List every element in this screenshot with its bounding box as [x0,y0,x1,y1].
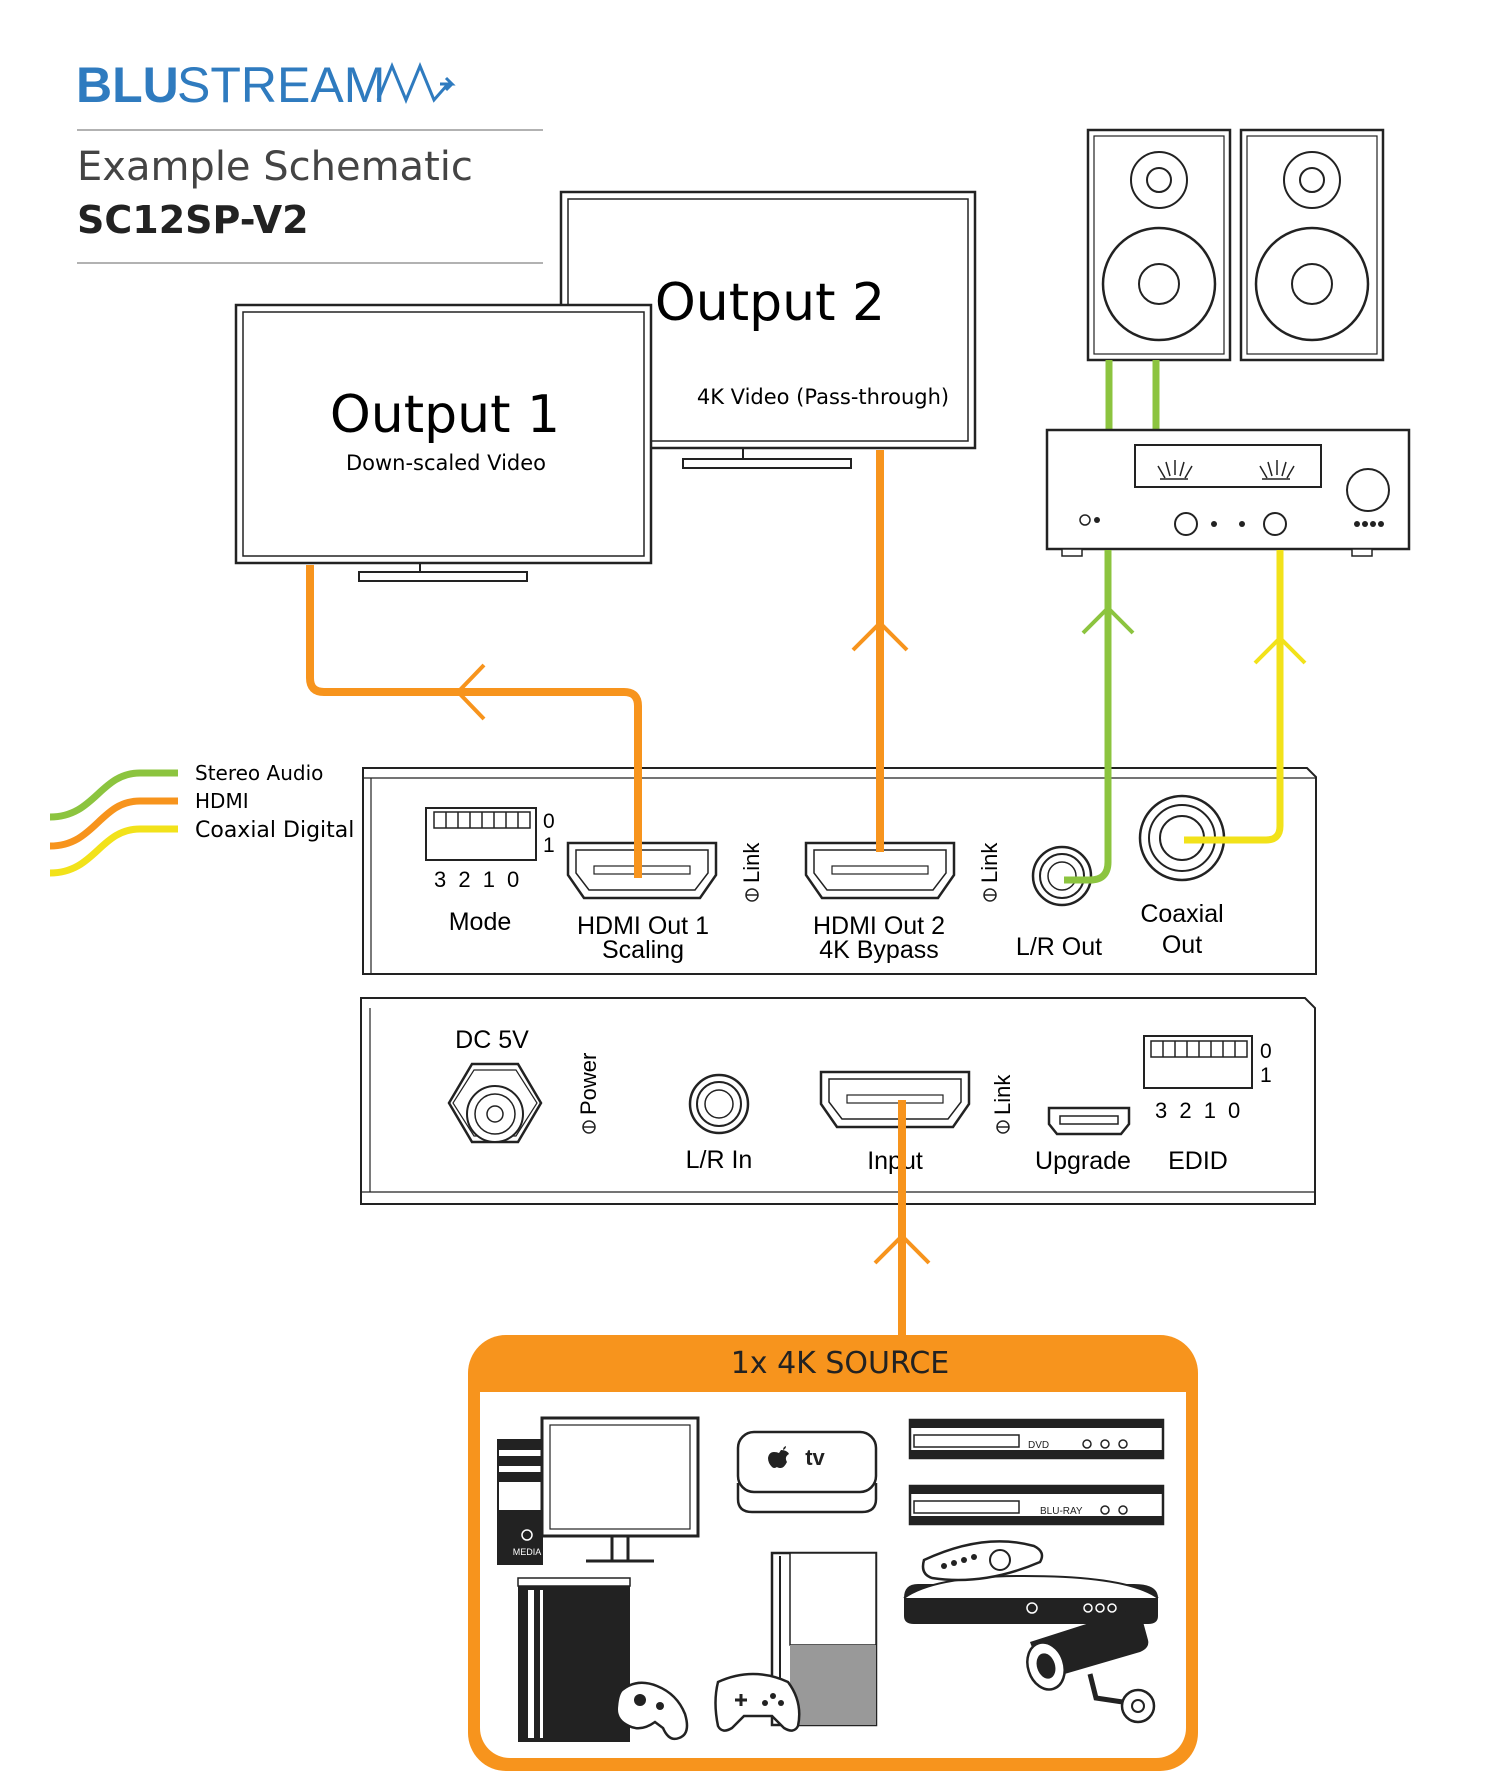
hdmi-arrow-output2-icon [851,620,909,652]
vu-meter-left-icon [1157,460,1193,480]
output1-display: Output 1 Down-scaled Video [234,303,653,582]
edid-dip-label-0: 0 [1260,1040,1272,1063]
mode-dip-switch[interactable] [425,807,537,861]
output2-caption: 4K Video (Pass-through) [697,385,949,409]
lr-out-jack[interactable] [1031,845,1093,907]
lr-in-label: L/R In [686,1146,753,1174]
lr-in-jack[interactable] [688,1073,750,1135]
stereo-audio-cable [1064,550,1112,884]
dvd-player-icon: DVD [908,1418,1165,1460]
legend: Stereo Audio HDMI Coaxial Digital [49,761,354,877]
hdmi-out2-link-label: Link [977,842,1002,883]
output2-title: Output 2 [655,273,885,333]
legend-stereo-audio-swatch [49,769,178,821]
brand-logo: BLU STREAM [76,57,456,113]
hdmi-out1-label: HDMI Out 1 [577,912,709,940]
vu-meter-right-icon [1259,460,1295,480]
game-console-icon [517,1577,631,1742]
mode-label: Mode [449,908,512,936]
source-title: 1x 4K SOURCE [731,1346,950,1381]
edid-label: EDID [1168,1147,1228,1175]
dvd-label: DVD [1028,1440,1049,1451]
legend-hdmi-swatch [49,797,178,850]
coax-arrow-icon [1253,635,1307,665]
mode-dip-label-0: 0 [543,810,555,833]
speaker-right [1239,128,1385,362]
remote-control-icon [921,1540,1044,1582]
input-link-led: Link [990,1074,1015,1134]
gamepad-icon [615,1681,689,1741]
xbox-controller-icon [714,1672,801,1732]
brand-blu: BLU [76,57,179,113]
bluray-player-icon: BLU-RAY [908,1484,1165,1526]
apple-tv-label: tv [805,1445,825,1470]
audio-arrow-icon [1081,605,1135,635]
dc-power-jack[interactable] [447,1062,543,1144]
legend-hdmi: HDMI [195,789,249,813]
edid-dip-switch[interactable] [1143,1035,1253,1089]
edid-dip-label-1: 1 [1260,1064,1272,1087]
output1-caption: Down-scaled Video [346,451,546,475]
coaxial-out-sublabel: Out [1162,931,1202,959]
hdmi-out2-link-led: Link [977,842,1002,902]
mode-dip-numbers: 3 2 1 0 [434,867,519,892]
amplifier [1045,428,1411,557]
xbox-console-icon [770,1551,878,1727]
power-led: Power [576,1053,601,1134]
hdmi-out2-sublabel: 4K Bypass [819,936,939,964]
legend-coaxial-swatch [49,825,178,877]
output2-display: Output 2 4K Video (Pass-through) [559,190,977,469]
apple-tv-icon: tv [736,1430,878,1514]
brand-arrow-icon [440,76,456,92]
hdmi-out2-label: HDMI Out 2 [813,912,945,940]
hdmi-out2-port[interactable] [804,841,956,900]
coaxial-out-label: Coaxial [1140,900,1223,928]
diagram-subtitle: Example Schematic [77,144,473,190]
hdmi-input-port[interactable] [819,1070,971,1129]
model-name: SC12SP-V2 [77,198,309,242]
hdmi-out1-link-label: Link [739,842,764,883]
usb-upgrade-port[interactable] [1047,1106,1131,1136]
lr-out-label: L/R Out [1016,933,1102,961]
edid-dip-numbers: 3 2 1 0 [1155,1098,1240,1123]
input-link-label: Link [990,1074,1015,1115]
brand-stream: STREAM [177,57,385,113]
cctv-camera-icon [1026,1609,1156,1724]
pc-media-label: MEDIA [513,1547,542,1557]
coaxial-out-jack[interactable] [1138,794,1226,882]
set-top-box-icon [903,1574,1159,1624]
hdmi-arrow-input-icon [873,1233,931,1265]
rear-panel: DC 5V Power L/R In Input Lin [360,997,1316,1205]
pc-icon: MEDIA [497,1416,700,1565]
legend-stereo-audio: Stereo Audio [195,761,323,785]
hdmi-arrow-output1-icon [455,663,486,721]
power-label: Power [576,1053,601,1115]
output1-title: Output 1 [330,385,560,445]
hdmi-out1-sublabel: Scaling [602,936,684,964]
front-panel: 0 1 3 2 1 0 Mode HDMI Out 1 Scaling Link… [362,767,1317,975]
hdmi-cable-output1 [306,565,642,878]
apple-logo-icon [768,1446,789,1468]
speaker-left [1086,128,1232,362]
coaxial-cable [1184,550,1284,844]
mode-dip-label-1: 1 [543,834,555,857]
bluray-label: BLU-RAY [1040,1506,1083,1517]
dc-5v-label: DC 5V [455,1026,529,1054]
input-label: Input [867,1147,923,1175]
legend-coaxial-digital: Coaxial Digital [195,818,354,843]
upgrade-label: Upgrade [1035,1147,1131,1175]
hdmi-out1-link-led: Link [739,842,764,902]
